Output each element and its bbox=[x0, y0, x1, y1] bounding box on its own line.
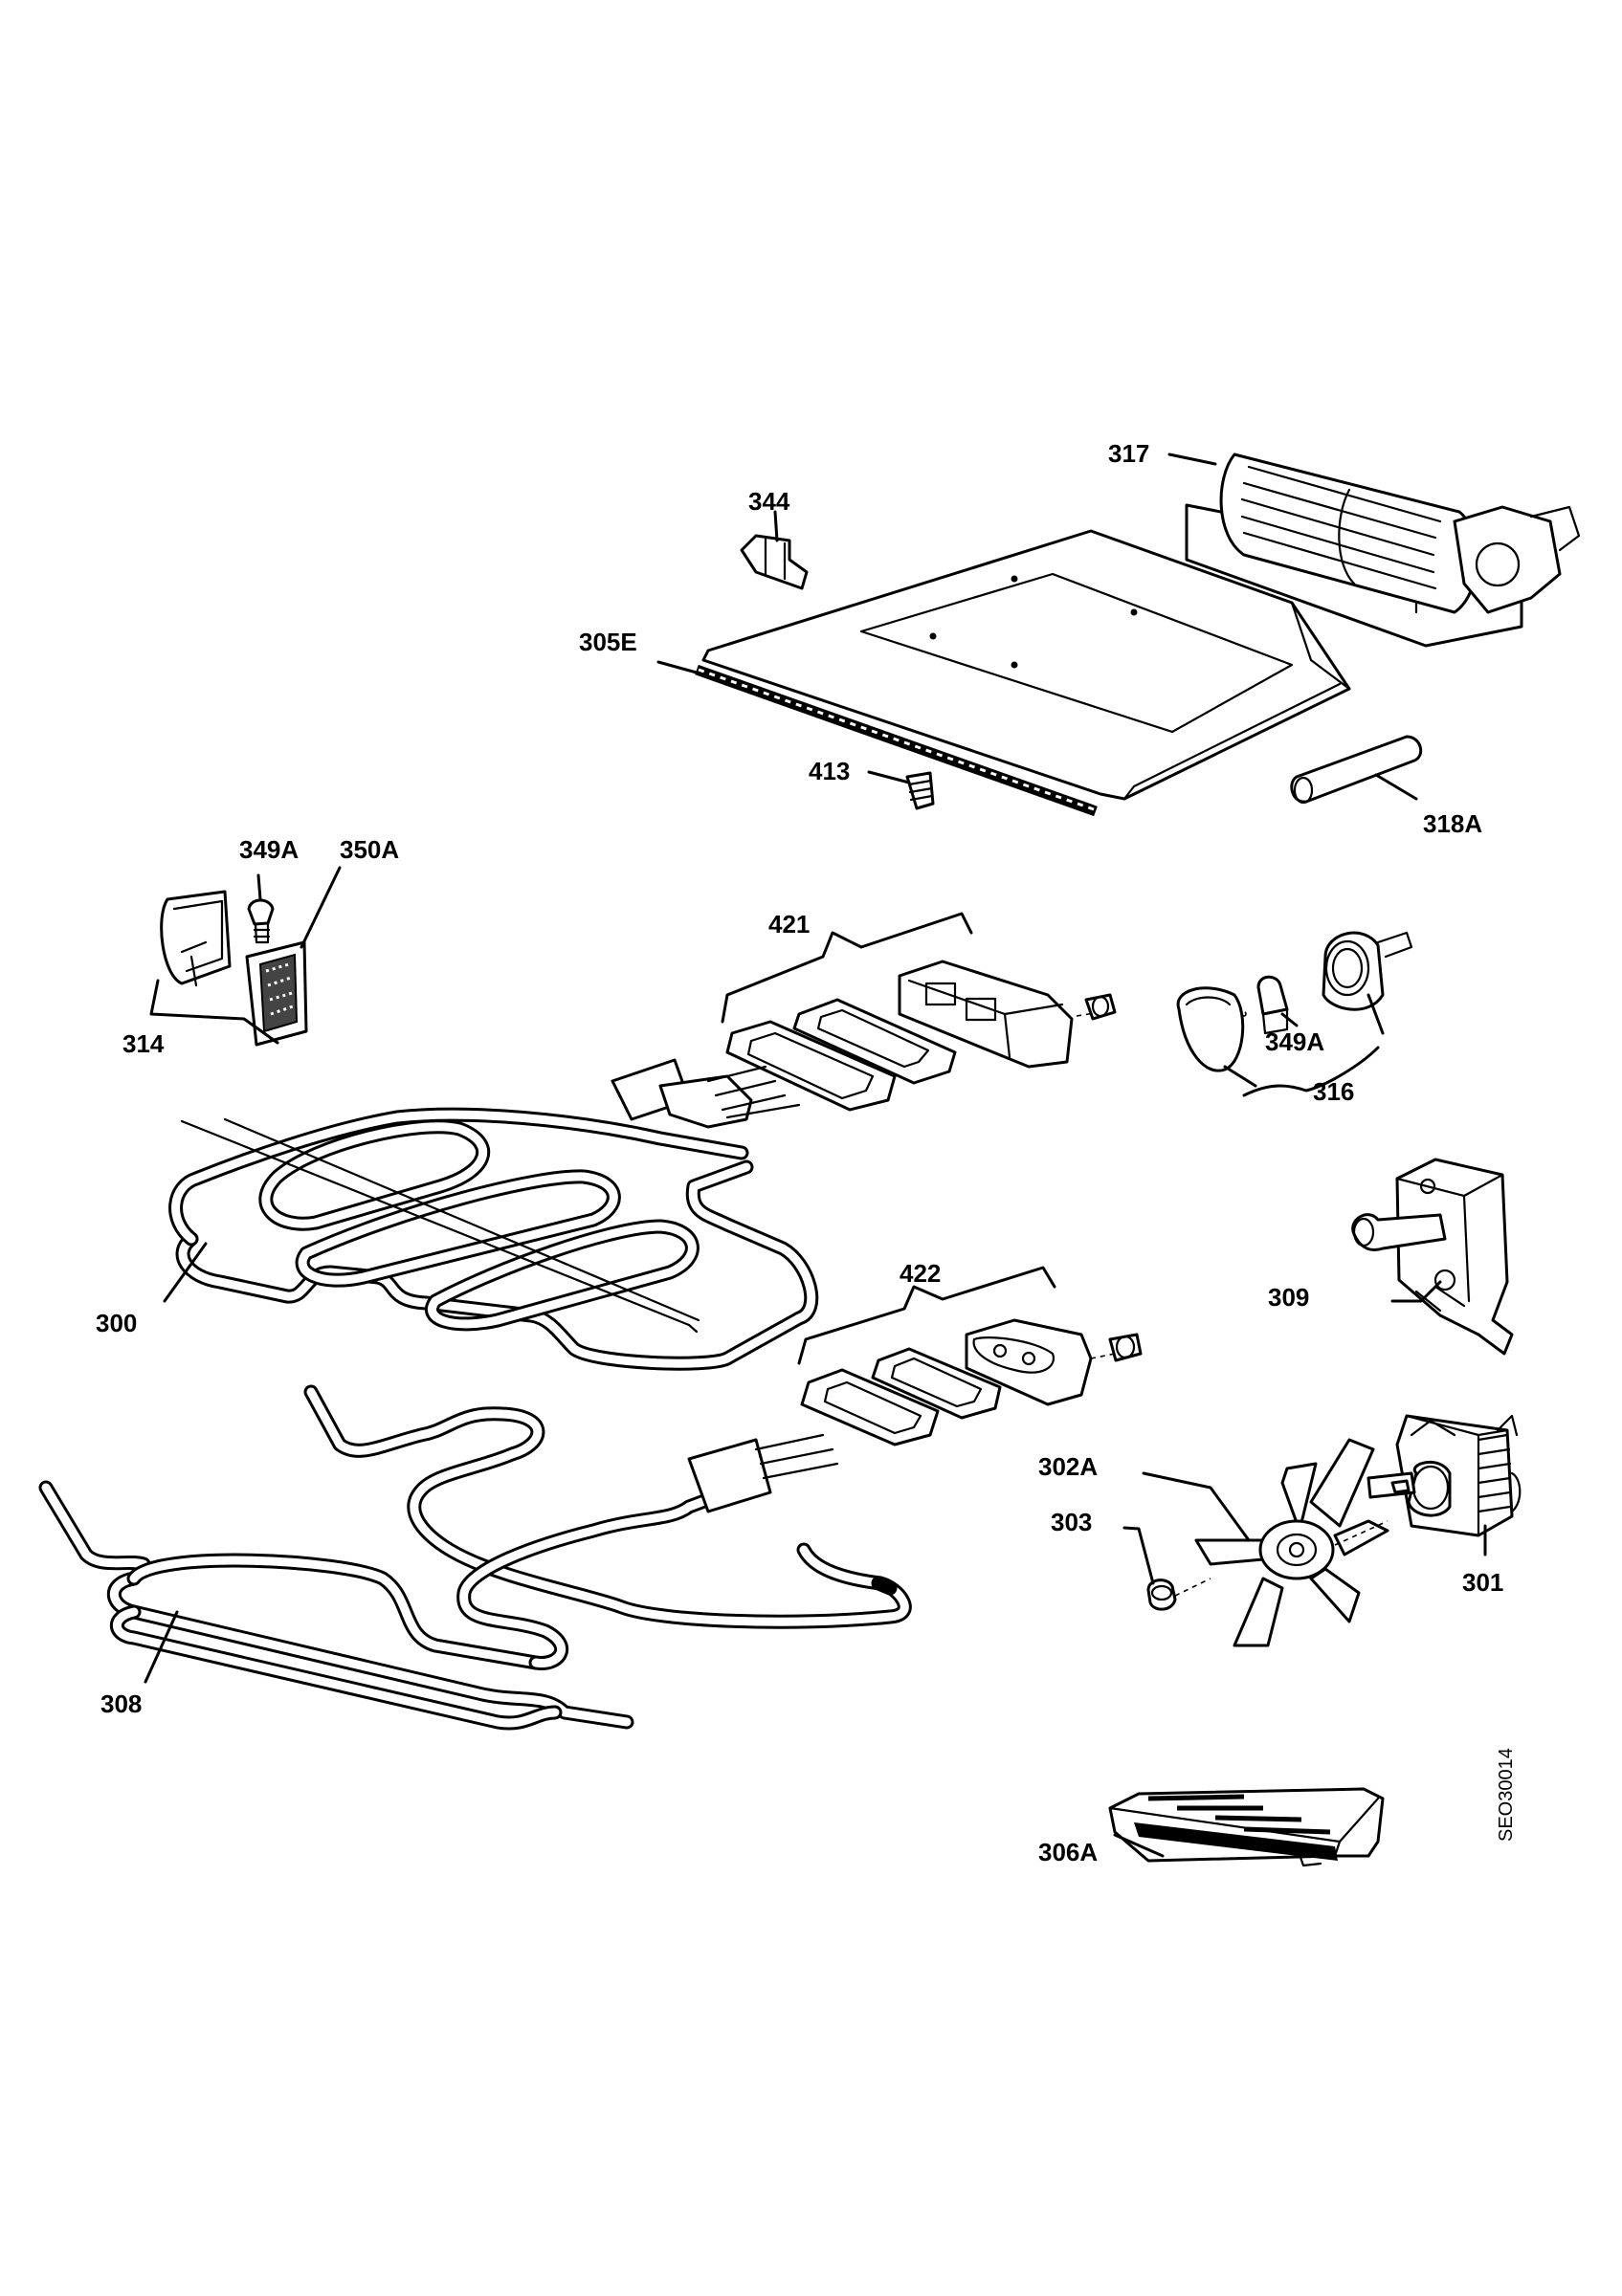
label-318A: 318A bbox=[1423, 809, 1482, 838]
lamp-assembly-316 bbox=[1176, 931, 1413, 1097]
connector-set-421 bbox=[721, 912, 1117, 1112]
label-300: 300 bbox=[96, 1309, 137, 1337]
group-bracket-314 bbox=[149, 979, 279, 1045]
label-306A: 306A bbox=[1038, 1838, 1098, 1866]
label-301: 301 bbox=[1462, 1568, 1503, 1597]
label-316: 316 bbox=[1313, 1077, 1354, 1106]
bracket-344 bbox=[740, 534, 809, 590]
lamp-housing-314 bbox=[160, 890, 232, 987]
label-303: 303 bbox=[1051, 1508, 1092, 1536]
label-308: 308 bbox=[100, 1689, 142, 1718]
label-317: 317 bbox=[1108, 439, 1149, 468]
fan-blade-302A bbox=[1194, 1438, 1389, 1647]
label-309: 309 bbox=[1268, 1283, 1309, 1312]
nut-303 bbox=[1146, 1578, 1211, 1611]
drawing-code: SEO30014 bbox=[1496, 1748, 1517, 1842]
screw-413 bbox=[905, 771, 935, 810]
label-349A-lamp: 349A bbox=[1265, 1027, 1324, 1056]
bulb-349A-top bbox=[247, 898, 275, 944]
label-413: 413 bbox=[809, 757, 850, 785]
label-302A: 302A bbox=[1038, 1452, 1098, 1481]
label-422: 422 bbox=[900, 1259, 941, 1288]
label-305E: 305E bbox=[579, 628, 637, 656]
label-314: 314 bbox=[122, 1029, 165, 1058]
glass-cover-350A bbox=[245, 940, 308, 1047]
label-349A-top: 349A bbox=[239, 835, 299, 864]
part-labels: 317 344 305E 413 318A 349A 350A 314 421 … bbox=[96, 439, 1517, 1866]
heating-element-308 bbox=[38, 1384, 912, 1731]
tube-318A bbox=[1290, 735, 1423, 805]
label-344: 344 bbox=[748, 487, 790, 516]
label-421: 421 bbox=[768, 910, 810, 938]
label-350A: 350A bbox=[340, 835, 399, 864]
oven-top-panel-305E bbox=[695, 529, 1351, 817]
thermostat-309 bbox=[1351, 1158, 1514, 1356]
fan-motor-301 bbox=[1366, 1414, 1522, 1537]
tangential-fan-317 bbox=[1185, 453, 1581, 648]
leader-lines bbox=[144, 453, 1487, 1858]
heating-element-300 bbox=[168, 1058, 819, 1371]
cover-tray-306A bbox=[1108, 1787, 1385, 1867]
connector-set-422 bbox=[797, 1266, 1143, 1446]
